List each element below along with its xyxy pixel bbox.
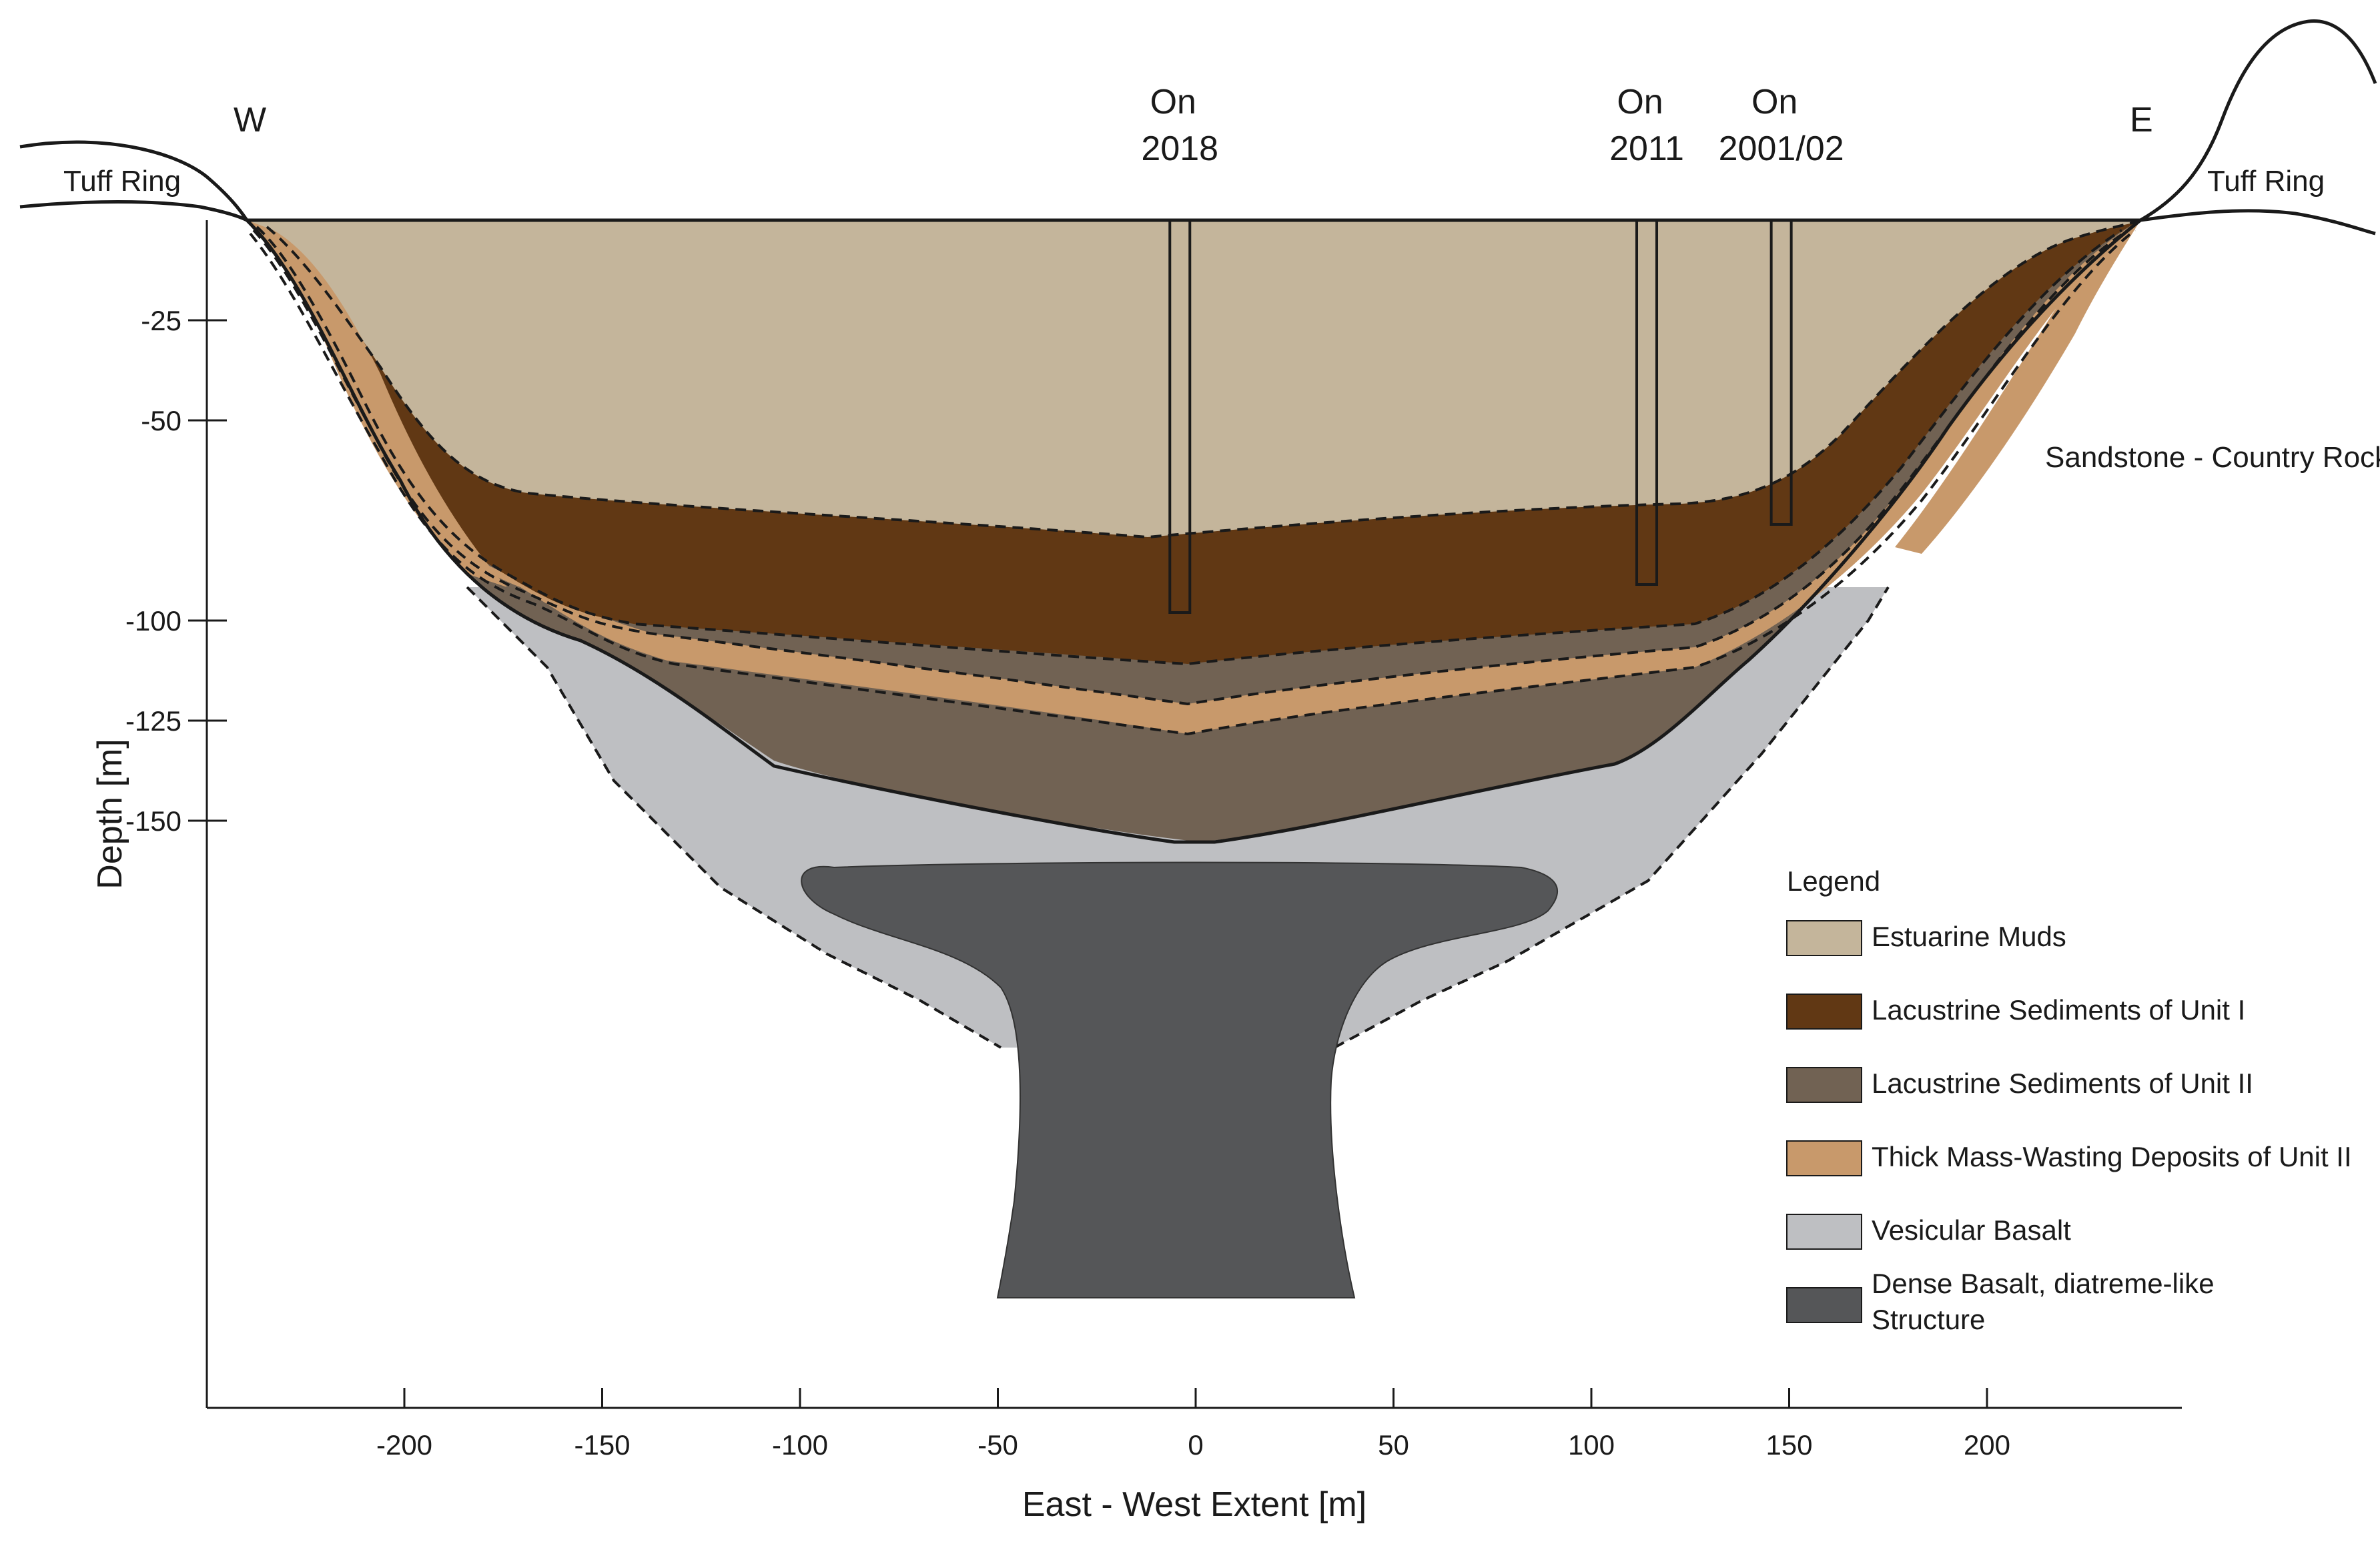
tuff-ring-west-lower <box>19 200 248 222</box>
legend-swatch <box>1786 1140 1862 1176</box>
x-axis-label: East - West Extent [m] <box>1022 1485 1366 1524</box>
core-label-line1: On <box>1617 83 1663 121</box>
y-tick-label: -100 <box>125 605 181 637</box>
core-label-line1: On <box>1751 83 1798 121</box>
x-tick-label: -50 <box>977 1429 1018 1461</box>
core-column <box>1769 219 1793 526</box>
east-label: E <box>2130 101 2153 139</box>
x-tick-label: 0 <box>1188 1429 1203 1461</box>
y-axis-label: Depth [m] <box>91 739 129 889</box>
boundary-mass-wasting-bottom <box>249 229 2136 736</box>
cores-group: On 2018 On 2011 On 2001/02 <box>1141 83 1844 614</box>
legend-swatch <box>1786 1214 1862 1250</box>
legend-swatch <box>1786 994 1862 1030</box>
tuff-ring-east-lower <box>2140 209 2376 236</box>
x-tick-label: 50 <box>1378 1429 1409 1461</box>
tuff-ring-left-label: Tuff Ring <box>63 165 181 198</box>
core-label-line1: On <box>1150 83 1196 121</box>
boundary-unit-i-unit-ii <box>256 226 2123 666</box>
x-tick-label: 100 <box>1568 1429 1615 1461</box>
east-slope-band <box>1895 220 2140 554</box>
x-tick-label: 150 <box>1765 1429 1812 1461</box>
x-axis: -200 -150 -100 -50 0 50 100 150 200 East - West … <box>207 1388 2182 1524</box>
legend-label: Estuarine Muds <box>1872 921 2066 952</box>
tuff-ring-west-upper <box>19 140 249 222</box>
boundary-muds-unit-i <box>266 219 2142 539</box>
y-tick-label: -125 <box>125 705 181 737</box>
y-axis: -25 -50 -100 -125 -150 Depth [m] <box>91 220 227 1408</box>
legend-label: Dense Basalt, diatreme-like <box>1872 1268 2215 1299</box>
sediment-base-boundary <box>246 219 2142 844</box>
core-label-line2: 2001/02 <box>1719 129 1844 168</box>
y-tick-label: -150 <box>125 805 181 837</box>
tuff-ring-right-label: Tuff Ring <box>2207 165 2325 198</box>
core-label-line2: 2011 <box>1609 129 1684 168</box>
legend-label: Vesicular Basalt <box>1872 1214 2071 1246</box>
x-tick-label: -150 <box>574 1429 630 1461</box>
legend-swatch <box>1786 1287 1862 1323</box>
legend-title: Legend <box>1787 865 1880 897</box>
legend-label: Thick Mass-Wasting Deposits of Unit II <box>1872 1141 2352 1172</box>
x-tick-label: 200 <box>1964 1429 2010 1461</box>
vesicular-basalt-boundary <box>466 586 1890 1049</box>
tuff-ring-east-outer <box>2139 19 2377 222</box>
legend-label: Lacustrine Sediments of Unit II <box>1872 1068 2253 1099</box>
dense-basalt-structure <box>801 861 1559 1298</box>
legend-label-continued: Structure <box>1872 1304 1985 1335</box>
core-label-line2: 2018 <box>1141 129 1218 168</box>
y-tick-label: -50 <box>141 405 181 436</box>
legend-swatch <box>1786 1067 1862 1103</box>
core-column <box>1635 219 1659 586</box>
country-rock-label: Sandstone - Country Rock <box>2045 441 2380 474</box>
core-column <box>1168 219 1192 614</box>
estuarine-muds-layer <box>247 220 2140 537</box>
legend-swatch <box>1786 920 1862 956</box>
x-tick-label: -100 <box>772 1429 828 1461</box>
legend-label: Lacustrine Sediments of Unit I <box>1872 994 2245 1026</box>
x-tick-label: -200 <box>376 1429 432 1461</box>
west-label: W <box>234 101 266 139</box>
y-tick-label: -25 <box>141 305 181 336</box>
